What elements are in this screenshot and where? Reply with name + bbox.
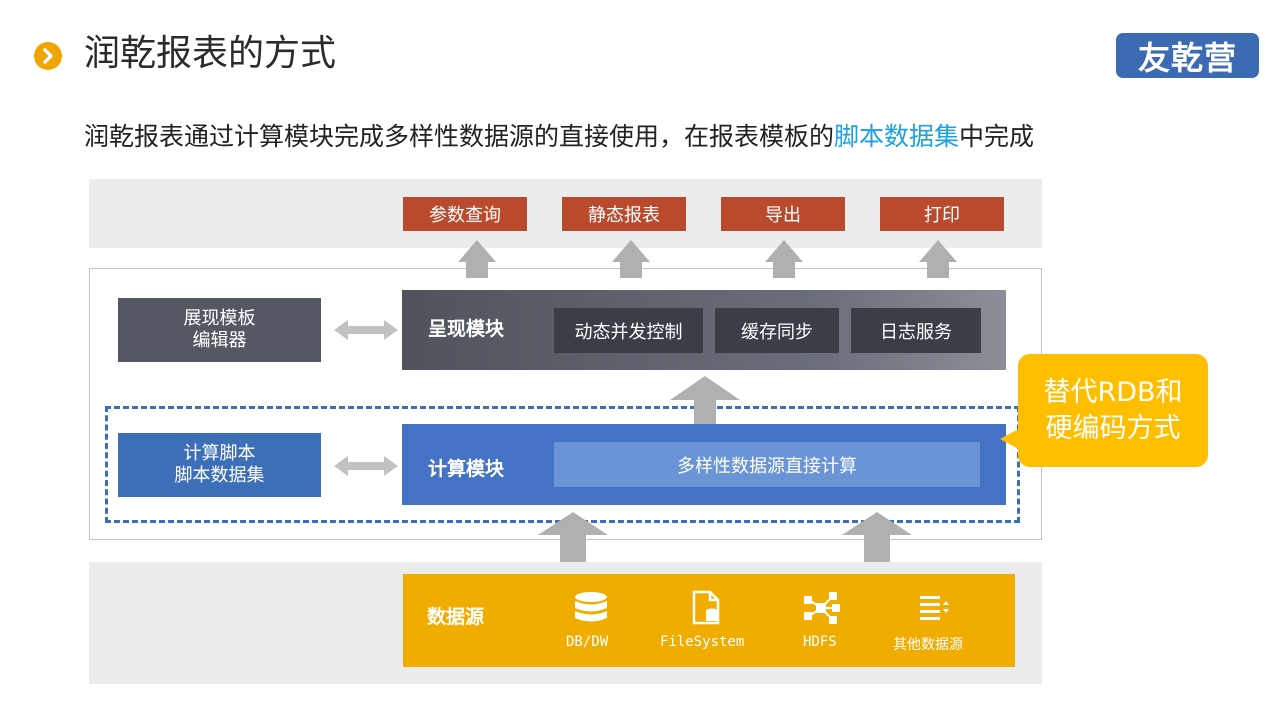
database-icon [571,590,611,626]
feature-direct-compute: 多样性数据源直接计算 [554,442,980,487]
arrow-up-icon [919,240,957,278]
brand-logo: 友乾营 [1116,33,1259,78]
feature-log-service: 日志服务 [851,308,981,353]
arrow-up-icon [458,240,496,278]
arrow-up-icon [612,240,650,278]
datasource-label-filesystem: FileSystem [660,634,745,650]
callout-line2: 硬编码方式 [1045,412,1181,444]
double-arrow-icon [334,456,398,476]
subtitle-main: 润乾报表通过计算模块完成多样性数据源的直接使用，在报表模板的 [84,122,835,151]
network-icon [801,590,841,626]
feature-cache-sync: 缓存同步 [715,308,839,353]
callout-bubble: 替代RDB和硬编码方式 [1018,354,1208,467]
arrow-up-icon [538,512,608,562]
subtitle-highlight: 脚本数据集 [834,122,960,151]
output-query-button[interactable]: 参数查询 [403,197,527,231]
file-icon [686,590,726,626]
datasource-label-dbdw: DB/DW [566,634,609,650]
datasource-title: 数据源 [427,606,485,628]
template-editor-box: 展现模板编辑器 [118,298,321,362]
chevron-right-icon [34,42,62,70]
list-icon [914,590,954,626]
subtitle-tail: 中完成 [959,122,1035,151]
script-line2: 脚本数据集 [174,465,265,486]
arrow-up-icon [842,512,912,562]
editor-line2: 编辑器 [192,330,247,351]
datasource-label-other: 其他数据源 [893,637,963,653]
output-export-button[interactable]: 导出 [721,197,845,231]
compute-module-title: 计算模块 [428,458,505,480]
arrow-up-icon [765,240,803,278]
page-title: 润乾报表的方式 [84,33,337,74]
datasource-label-hdfs: HDFS [803,634,837,650]
arrow-up-icon [670,376,740,424]
feature-concurrency-control: 动态并发控制 [554,308,703,353]
script-line1: 计算脚本 [183,443,256,464]
output-print-button[interactable]: 打印 [880,197,1004,231]
render-module-title: 呈现模块 [428,318,505,340]
output-static-report-button[interactable]: 静态报表 [562,197,686,231]
compute-script-box: 计算脚本脚本数据集 [118,433,321,497]
callout-line1: 替代RDB和 [1043,376,1183,408]
editor-line1: 展现模板 [183,308,256,329]
subtitle: 润乾报表通过计算模块完成多样性数据源的直接使用，在报表模板的脚本数据集中完成 [84,118,1034,156]
double-arrow-icon [334,320,398,340]
